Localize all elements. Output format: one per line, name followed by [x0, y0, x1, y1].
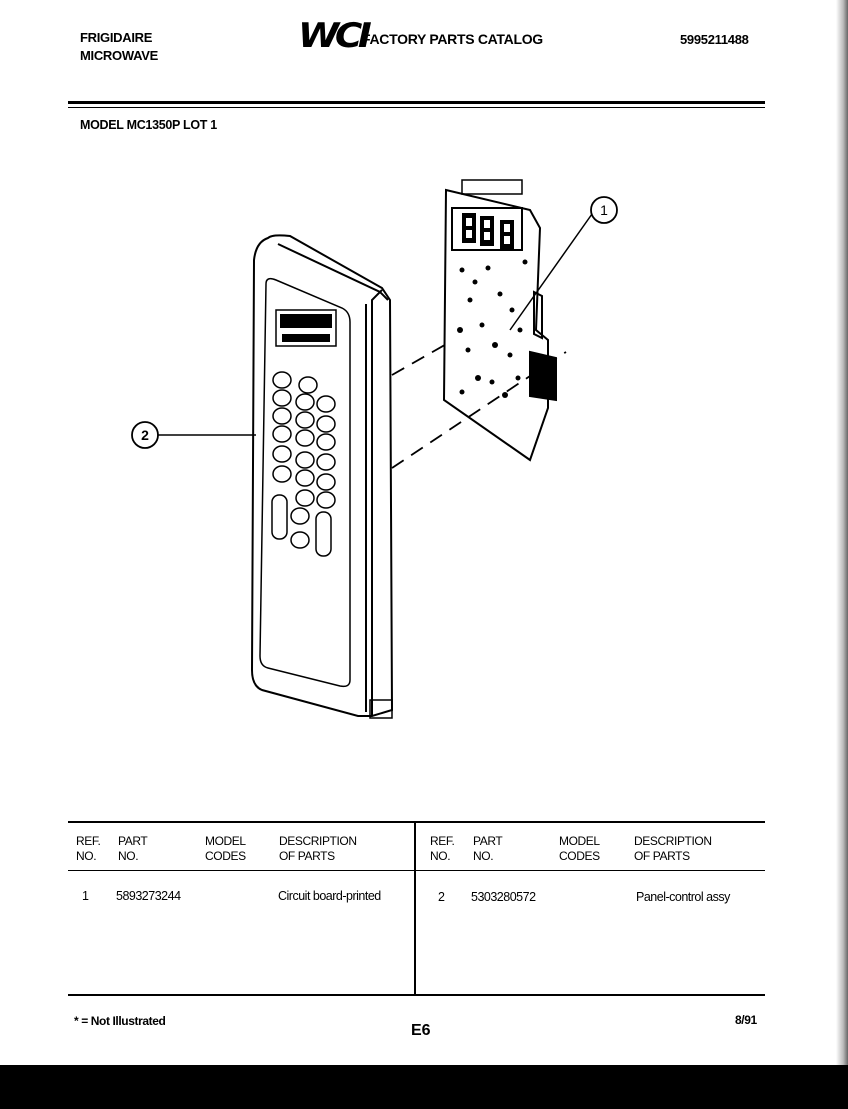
model-line: MODEL MC1350P LOT 1 [80, 118, 217, 132]
not-illustrated-note: * = Not Illustrated [74, 1014, 166, 1028]
wci-logo: WCI [298, 16, 372, 56]
table-bottom-rule [68, 994, 765, 996]
row-2-ref: 2 [438, 890, 445, 904]
revision-date: 8/91 [735, 1013, 757, 1027]
scan-edge-right [836, 0, 848, 1065]
keypad-buttons [271, 371, 336, 557]
row-1-ref: 1 [82, 889, 89, 903]
row-1-part: 5893273244 [116, 889, 181, 903]
callout-2-circle [131, 421, 159, 449]
control-panel-part [250, 234, 394, 719]
brand-name: FRIGIDAIRE [80, 30, 153, 45]
header-rule [68, 101, 765, 104]
header-ref-no: REF.NO. [76, 834, 101, 863]
board-components [280, 213, 528, 398]
header-rule-thin [68, 107, 765, 108]
row-2-desc: Panel-control assy [636, 890, 730, 904]
assembly-guide-lines [391, 341, 567, 469]
catalog-title: FACTORY PARTS CATALOG [362, 31, 543, 47]
table-header-rule [68, 870, 765, 871]
scan-edge-band [0, 1065, 848, 1109]
callout-2-label: 2 [141, 427, 149, 443]
display-digit-segments [466, 218, 510, 244]
header-ref-no-right: REF.NO. [430, 834, 455, 863]
product-type: MICROWAVE [80, 48, 158, 63]
row-2-part: 5303280572 [471, 890, 536, 904]
page-number: E6 [411, 1022, 431, 1039]
table-top-rule [68, 821, 765, 823]
callout-1-circle [590, 196, 618, 224]
callout-1-label: 1 [600, 202, 608, 218]
table-divider [414, 823, 416, 995]
callout-1-leader [509, 213, 593, 331]
row-1-desc: Circuit board-printed [278, 889, 381, 903]
catalog-number: 5995211488 [680, 32, 749, 47]
